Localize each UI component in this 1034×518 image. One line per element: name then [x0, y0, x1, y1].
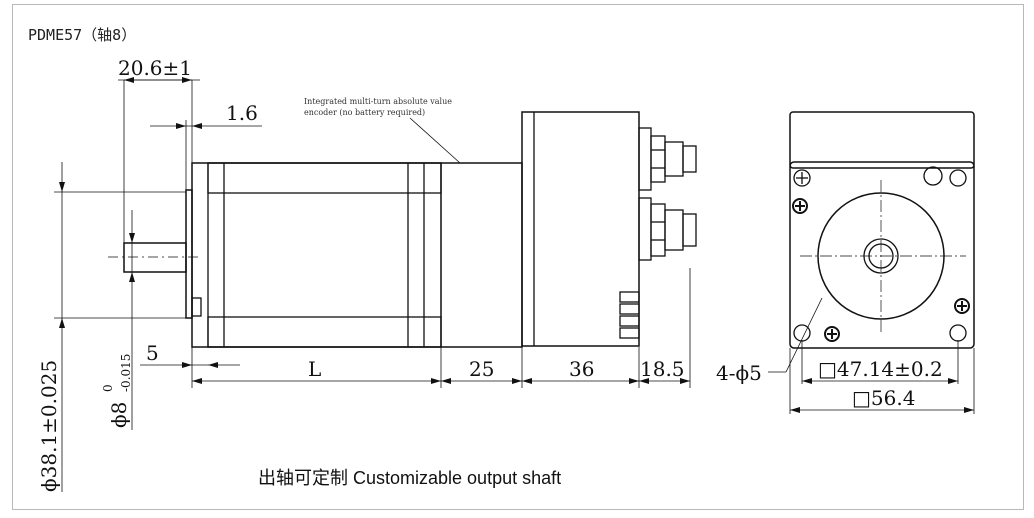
output-shaft: [123, 242, 187, 273]
mount-hole-tr: [923, 166, 967, 187]
mount-hole-br: [949, 324, 967, 342]
dim-flange-thickness: 1.6: [226, 101, 258, 125]
front-encoder-cover: [789, 111, 975, 169]
dim-encoder-box-length: 36: [569, 357, 594, 381]
screw-bottom: [824, 326, 840, 342]
dim-pilot-diameter: ϕ38.1±0.025: [37, 360, 61, 492]
dim-shaft-step: 5: [146, 341, 159, 365]
stator-top-band: [207, 162, 442, 194]
dim-flange-size: □56.4: [852, 386, 915, 410]
screw-left: [792, 198, 808, 214]
drawing-caption: 出轴可定制 Customizable output shaft: [258, 468, 562, 488]
dim-bolt-pitch: □47.14±0.2: [818, 357, 943, 381]
flange-plate: [185, 189, 193, 319]
dim-shaft-tol-lower: -0.015: [119, 354, 133, 392]
connector-bottom: [638, 197, 697, 261]
connector-top: [638, 127, 697, 191]
dim-hole-spec: 4-ϕ5: [716, 361, 762, 385]
dim-body-length: L: [308, 357, 321, 381]
note-leader: [409, 117, 461, 164]
drawing-frame: [12, 4, 1024, 510]
encoder-fins: [619, 291, 640, 339]
dim-encoder-length: 25: [469, 357, 494, 381]
drawing-title: PDME57（轴8）: [28, 26, 137, 44]
encoder-note-line1: Integrated multi-turn absolute value: [304, 97, 452, 106]
flange-pin: [191, 297, 202, 317]
dim-shaft-length: 20.6±1: [118, 56, 192, 80]
dim-shaft-diameter: ϕ8: [107, 402, 131, 428]
hole-leader: [785, 297, 823, 373]
encoder-note-line2: encoder (no battery required): [304, 108, 425, 117]
encoder-box: [521, 111, 640, 347]
dim-shaft-tol-upper: 0: [101, 384, 115, 392]
mount-hole-tl: [793, 169, 811, 187]
stator-outline: [207, 162, 442, 348]
stator-bottom-band: [207, 316, 442, 348]
dim-connector-length: 18.5: [640, 357, 685, 381]
arrowheads: [59, 77, 974, 413]
screw-right: [954, 298, 970, 314]
motor-body: [191, 162, 523, 348]
front-flange: [789, 161, 975, 349]
